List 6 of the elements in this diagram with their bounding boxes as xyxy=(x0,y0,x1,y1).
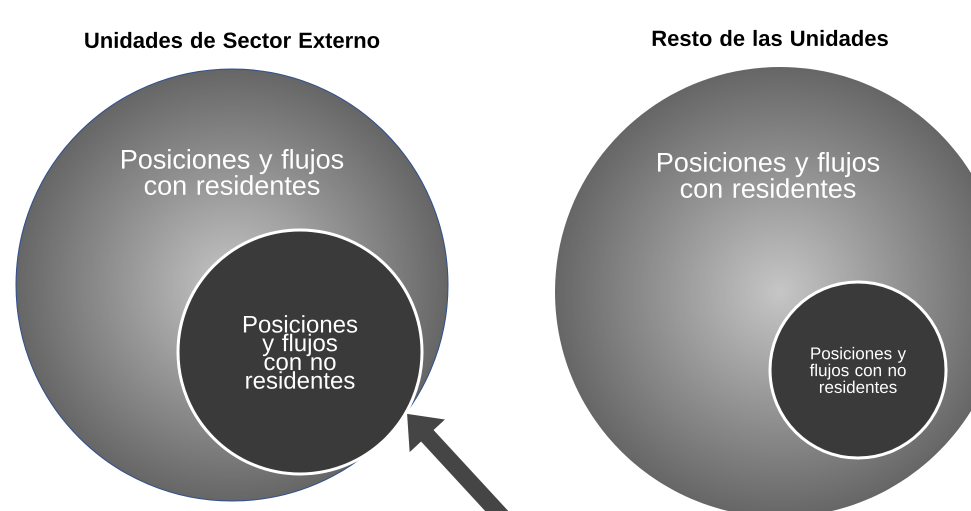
circle-text: Posiciones y flujos con no residentes xyxy=(244,315,358,389)
heading: Resto de las Unidades xyxy=(652,30,888,46)
circle-text: Posiciones y flujos con residentes xyxy=(658,152,880,198)
heading: Unidades de Sector Externo xyxy=(85,32,380,48)
circle-text: Posiciones y flujos con residentes xyxy=(122,149,344,195)
circle-text: Posiciones y flujos con no residentes xyxy=(810,346,906,394)
